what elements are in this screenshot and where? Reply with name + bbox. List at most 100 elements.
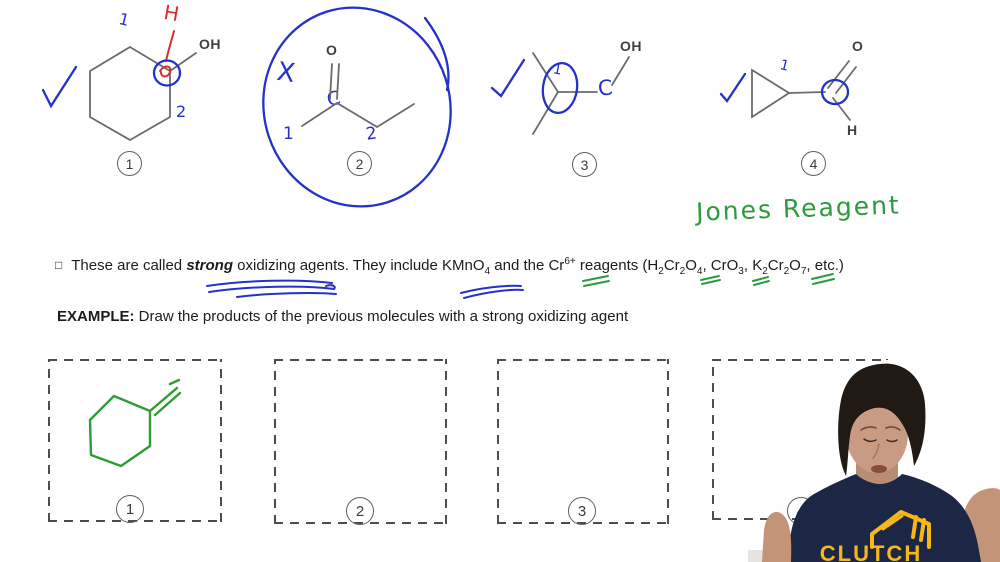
clutch-logo-bar-2 <box>919 518 926 542</box>
statement-text: Cr <box>663 257 680 274</box>
statement-text: , CrO <box>702 257 739 274</box>
statement-strong-word: strong <box>186 257 233 274</box>
kmno4-underline-2 <box>463 288 524 299</box>
statement-subscript: 3 <box>738 266 744 277</box>
mol4-blue-annotations <box>719 72 850 106</box>
mol1-carbon2-annotation: 2 <box>176 102 187 121</box>
mol3-oh-label: OH <box>620 38 642 54</box>
mol3-blue-annotations <box>490 58 579 115</box>
mol2-number-label: 2 <box>355 155 364 172</box>
mol1-number-label: 1 <box>125 155 134 172</box>
instructor-right-arm <box>960 488 1000 562</box>
desk-edge <box>748 550 806 562</box>
jones-reagent-note: Jones Reagent <box>695 190 902 227</box>
statement-subscript: 2 <box>762 266 768 277</box>
statement-text: oxidizing agents. They include KMnO <box>233 257 485 274</box>
clutch-logo-bar-1 <box>911 515 918 539</box>
mol1-number: 1 <box>117 151 142 176</box>
mol3-methyl-bond-down <box>532 91 559 135</box>
mol4-aldehyde-structure <box>751 60 857 121</box>
mol2-crossed-out-oval <box>262 6 452 208</box>
statement-subscript: 4 <box>484 266 491 277</box>
statement-subscript: 2 <box>658 266 664 277</box>
mol2-oval-extra-arc <box>423 16 450 92</box>
statement-subscript: 7 <box>800 266 807 277</box>
answer-box-1-number: 1 <box>116 495 144 523</box>
mol2-chain-bond <box>301 101 415 129</box>
shirt-brand-text: CLUTCH <box>820 541 922 562</box>
statement-text: O <box>789 257 801 274</box>
answer-box-4-number: 4 <box>787 497 815 525</box>
statement-subscript: 2 <box>783 266 790 277</box>
mol1-h-scribble <box>159 65 172 78</box>
statement-text: and the Cr <box>490 257 565 274</box>
mol3-alcohol-structure <box>532 52 630 135</box>
statement-superscript: 6+ <box>564 256 576 267</box>
mol3-oh-bond <box>611 56 630 86</box>
statement-text: reagents (H <box>575 257 659 274</box>
mol3-number-label: 3 <box>580 156 589 173</box>
answer-box-4: 4 <box>712 359 888 525</box>
mol2-blue-annotations <box>262 6 452 208</box>
mol4-number: 4 <box>801 151 826 176</box>
mol2-x-mark-annotation: X <box>274 56 297 90</box>
mol4-cc-bond <box>788 91 826 94</box>
mol1-carbon-circle <box>152 59 182 87</box>
answer-box-3-number-label: 3 <box>577 502 587 520</box>
mol1-h-pointer-stroke <box>165 30 175 62</box>
mol4-number-label: 4 <box>809 155 818 172</box>
answer-box-4-number-label: 4 <box>796 502 806 520</box>
mol4-cyclopropane-ring <box>751 68 791 119</box>
mol2-carbon1-annotation: 1 <box>283 124 294 144</box>
mol1-ring-bond <box>89 45 171 142</box>
mol4-carbon1-annotation: 1 <box>778 57 791 75</box>
mol4-h-label: H <box>847 122 858 138</box>
statement-text: O <box>685 257 697 274</box>
mol4-ch-bond <box>832 97 851 121</box>
mol1-oh-bond <box>169 52 197 72</box>
answer-box-1-number-label: 1 <box>125 500 135 518</box>
statement-text: , etc.) <box>806 257 844 274</box>
mol3-check-icon <box>490 58 526 98</box>
strong-underline-3 <box>236 292 337 298</box>
instructor-right-eyebrow <box>885 426 901 431</box>
example-prompt: EXAMPLE: Draw the products of the previo… <box>57 308 857 325</box>
answer-box-2-number-label: 2 <box>355 502 365 520</box>
example-text: Draw the products of the previous molecu… <box>134 308 629 325</box>
mol4-co-double-bond-2 <box>835 66 857 94</box>
strong-oxidizing-agents-statement: □These are called strong oxidizing agent… <box>55 252 960 282</box>
mol1-blue-annotations <box>41 59 182 109</box>
statement-text: Cr <box>767 257 784 274</box>
answer-box-2-number: 2 <box>346 497 374 525</box>
instructor-right-eye <box>886 439 898 443</box>
kmno4-underline-1 <box>460 284 522 294</box>
mol2-carbon2-annotation: 2 <box>364 123 379 145</box>
mol2-number: 2 <box>347 151 372 176</box>
mol1-alpha-h-annotation: H <box>162 0 182 27</box>
mol1-cyclohexanol-structure <box>89 45 197 142</box>
mol3-carbinol-c-annotation: C <box>596 75 614 101</box>
answer-box-2: 2 <box>274 359 447 525</box>
answer-box-3-number: 3 <box>568 497 596 525</box>
statement-subscript: 2 <box>679 266 686 277</box>
mol4-co-double-bond-1 <box>827 60 850 89</box>
answer-box-3: 3 <box>497 359 669 525</box>
mol2-butanone-structure <box>301 63 415 129</box>
mol4-o-label: O <box>852 38 864 54</box>
mol1-carbon1-annotation: 1 <box>116 9 132 30</box>
mol4-carbonyl-circle <box>820 78 850 106</box>
statement-text: , K <box>743 257 763 274</box>
checkbox-bullet-icon: □ <box>55 258 63 272</box>
mol1-check-icon <box>41 65 78 109</box>
strong-underline-2 <box>208 284 336 293</box>
mol2-o-label: O <box>326 42 338 58</box>
mol1-oh-label: OH <box>199 36 221 52</box>
mol3-carbon1-annotation: 1 <box>551 61 564 79</box>
example-label: EXAMPLE: <box>57 308 135 325</box>
statement-subscript: 4 <box>696 266 703 277</box>
mol1-red-annotations <box>159 30 175 78</box>
answer-box-1: 1 <box>48 359 222 523</box>
mol4-check-icon <box>719 72 747 103</box>
mol3-number: 3 <box>572 152 597 177</box>
